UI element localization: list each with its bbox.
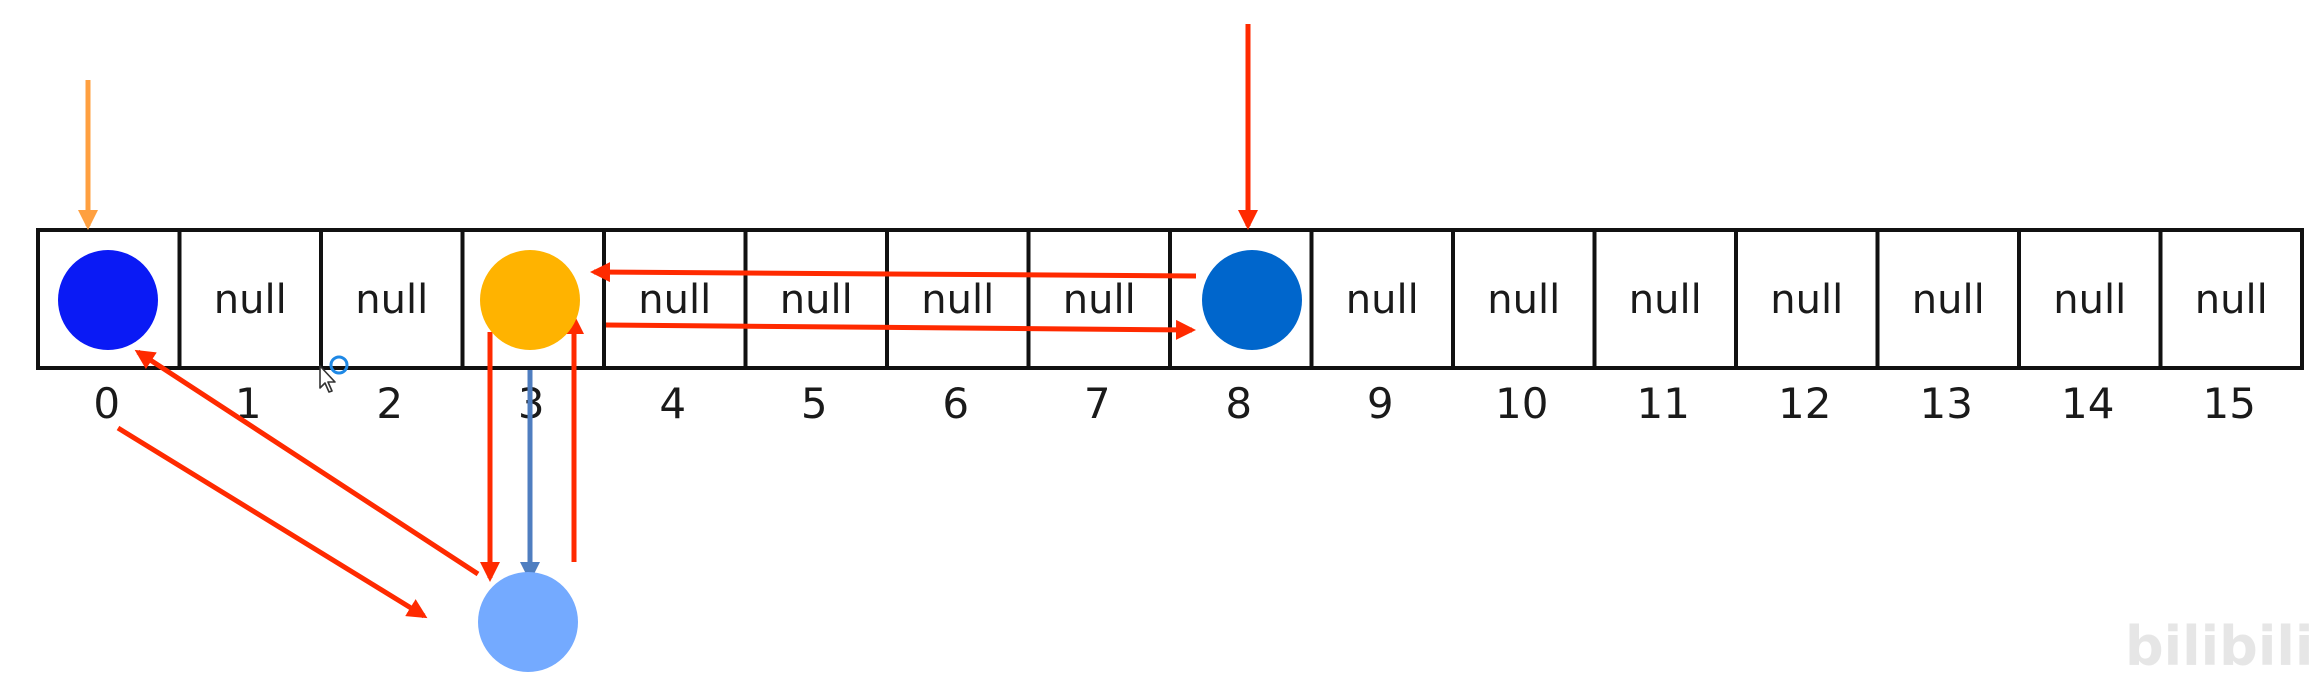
cell-value-10: null [1487, 277, 1560, 323]
array-grid [36, 228, 2304, 370]
cell-value-13: null [1912, 277, 1985, 323]
index-label-0: 0 [93, 379, 120, 428]
cell-value-12: null [1770, 277, 1843, 323]
node-circle-index-8 [1202, 250, 1302, 350]
index-label-6: 6 [942, 379, 969, 428]
index-label-15: 15 [2203, 379, 2256, 428]
mouse-cursor-icon [319, 365, 336, 393]
cell-value-15: null [2195, 277, 2268, 323]
cell-labels: null null null null null null null null null null… [214, 277, 2268, 323]
node-circle-index-3 [480, 250, 580, 350]
arrow-node3-to-node8 [605, 319, 1196, 340]
index-label-8: 8 [1225, 379, 1252, 428]
watermark: bilibili [2125, 615, 2313, 678]
index-label-2: 2 [376, 379, 403, 428]
node-circle-collision [478, 572, 578, 672]
arrow-node8-to-node3 [590, 262, 1197, 283]
index-label-7: 7 [1084, 379, 1111, 428]
index-labels: 0123456789101112131415 [93, 379, 2256, 428]
cell-value-1: null [214, 277, 287, 323]
arrow-lower-to-node0 [134, 349, 480, 577]
cell-value-9: null [1346, 277, 1419, 323]
cell-value-7: null [1063, 277, 1136, 323]
cell-value-14: null [2053, 277, 2126, 323]
index-label-11: 11 [1637, 379, 1690, 428]
index-label-14: 14 [2061, 379, 2114, 428]
arrow-node0-to-lower [116, 425, 428, 619]
index-label-4: 4 [659, 379, 686, 428]
cell-value-5: null [780, 277, 853, 323]
index-label-5: 5 [801, 379, 828, 428]
index-label-10: 10 [1495, 379, 1548, 428]
index-label-12: 12 [1778, 379, 1831, 428]
cell-value-6: null [921, 277, 994, 323]
cell-value-2: null [355, 277, 428, 323]
node-circle-index-0 [58, 250, 158, 350]
index-label-9: 9 [1367, 379, 1394, 428]
cursor-click-ring-icon [329, 355, 349, 375]
cell-value-11: null [1629, 277, 1702, 323]
index-label-13: 13 [1920, 379, 1973, 428]
cell-value-4: null [638, 277, 711, 323]
